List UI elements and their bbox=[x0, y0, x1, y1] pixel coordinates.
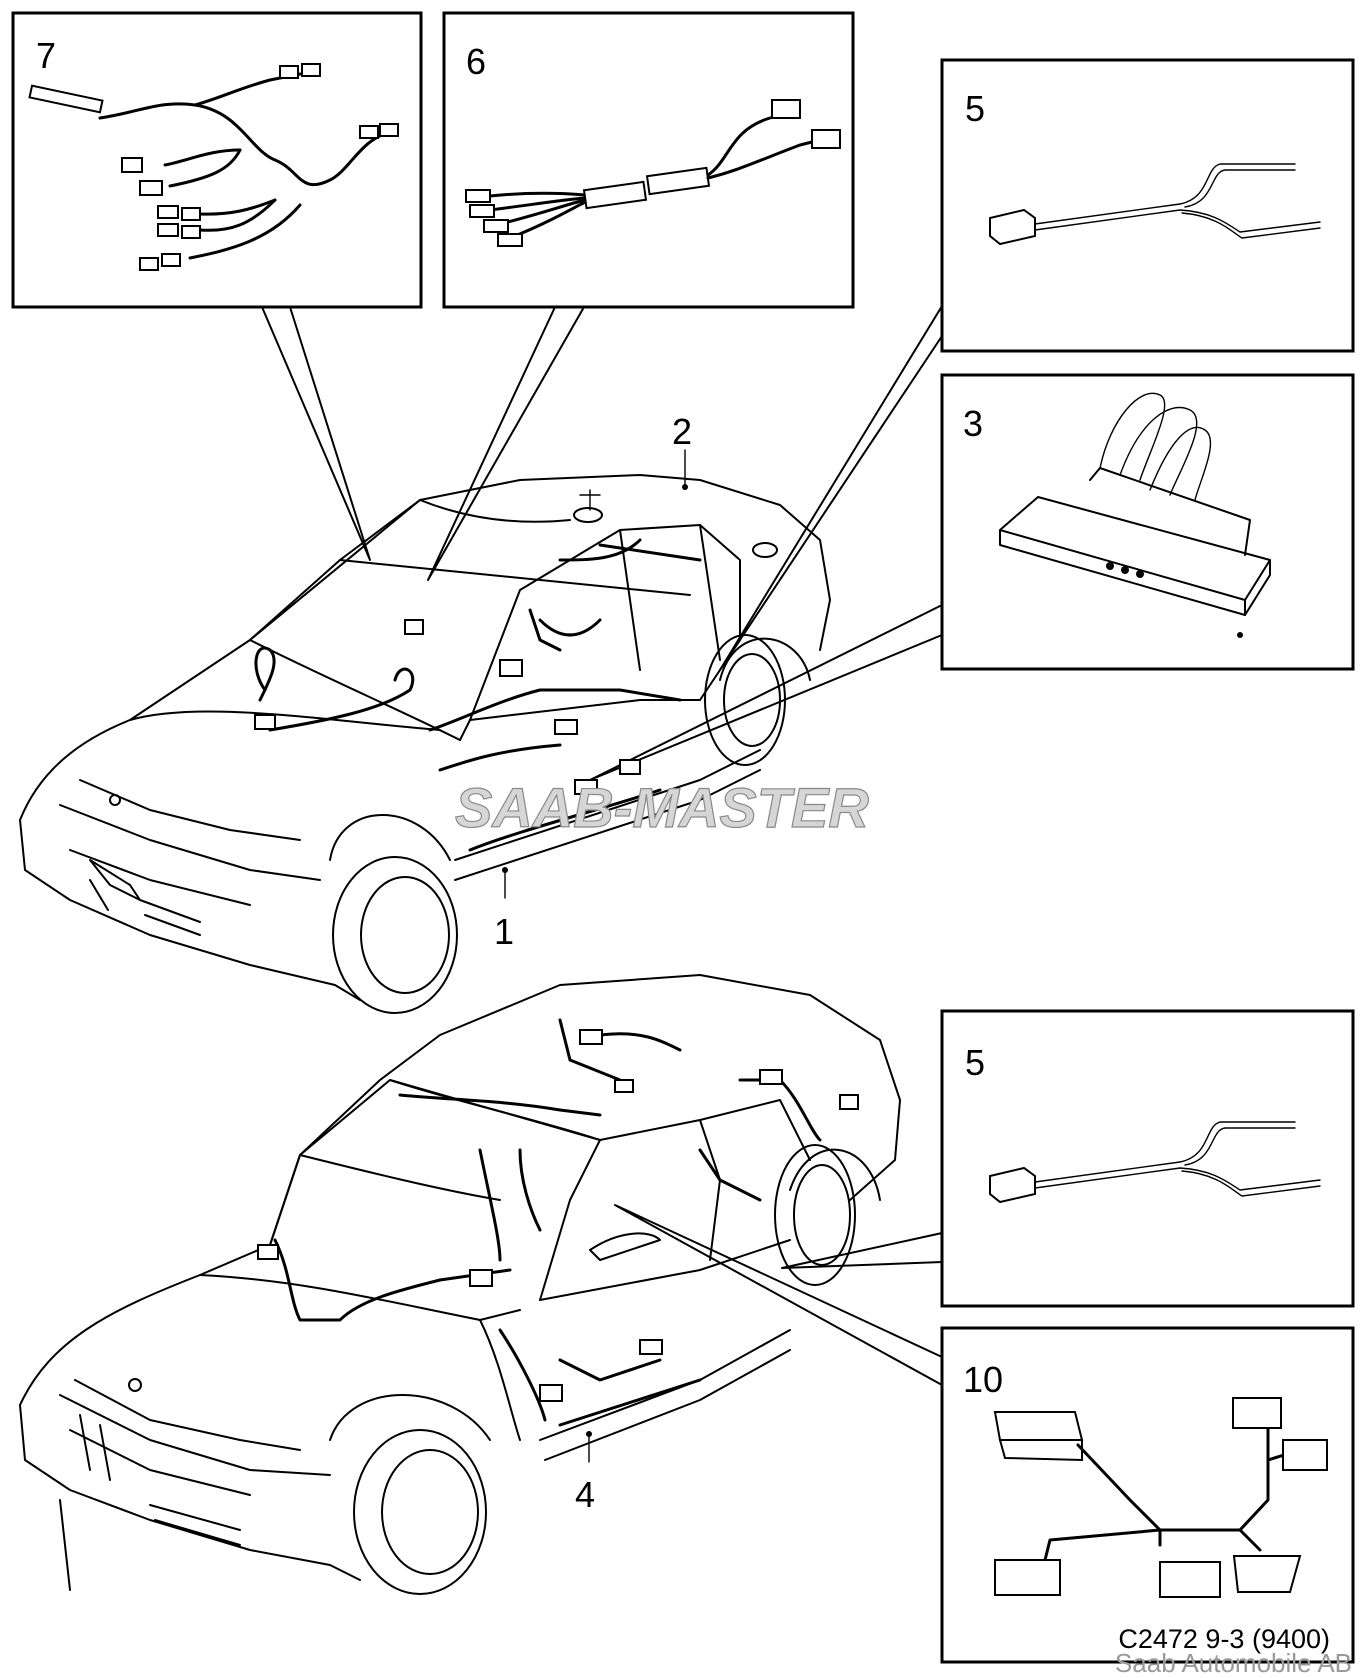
callout-5-bottom: 5 bbox=[965, 1042, 985, 1083]
callout-6: 6 bbox=[466, 41, 486, 82]
callout-3: 3 bbox=[963, 403, 983, 444]
callout-2: 2 bbox=[672, 411, 692, 452]
control-unit-3-illustration bbox=[999, 392, 1271, 638]
detail-box-3: 3 bbox=[940, 373, 1355, 671]
sedan-car-illustration bbox=[19, 449, 831, 1014]
harness-10-illustration bbox=[993, 1397, 1328, 1598]
detail-box-6: 6 bbox=[442, 11, 855, 309]
detail-box-10: 10 bbox=[940, 1326, 1355, 1664]
detail-box-5-top: 5 bbox=[940, 58, 1355, 353]
callout-1: 1 bbox=[494, 911, 514, 952]
detail-box-5-bottom: 5 bbox=[940, 1009, 1355, 1308]
drawing-reference: C2472 9-3 (9400) bbox=[1118, 1624, 1330, 1654]
harness-5-top-illustration bbox=[989, 163, 1321, 246]
watermark-text: SAAB-MASTER bbox=[455, 776, 869, 839]
callout-10: 10 bbox=[963, 1359, 1003, 1400]
callout-4: 4 bbox=[575, 1474, 595, 1515]
harness-5-bottom-illustration bbox=[989, 1121, 1321, 1204]
convertible-car-illustration bbox=[19, 974, 901, 1595]
callout-5-top: 5 bbox=[965, 88, 985, 129]
harness-7-illustration bbox=[28, 63, 399, 271]
callout-7: 7 bbox=[36, 35, 56, 76]
leader-lines bbox=[261, 305, 943, 1386]
footer-copyright: Saab Automobile AB bbox=[1115, 1648, 1352, 1678]
detail-box-7: 7 bbox=[11, 11, 423, 309]
harness-6-illustration bbox=[465, 99, 841, 247]
